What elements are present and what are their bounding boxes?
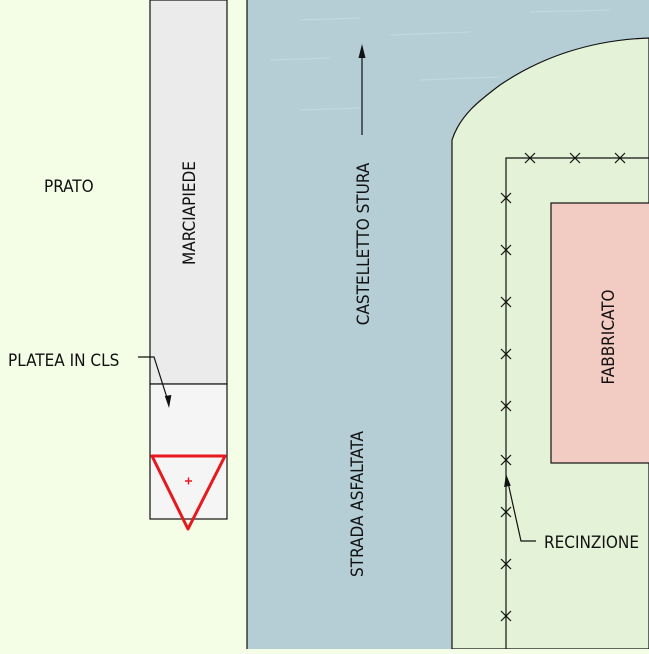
inverted-triangle-marker xyxy=(150,454,227,531)
fabbricato-area xyxy=(550,202,649,464)
triangle-center-cross xyxy=(185,477,192,485)
x-marker xyxy=(500,400,512,412)
recinzione-leader xyxy=(506,477,536,542)
x-marker xyxy=(500,244,512,256)
x-marker xyxy=(500,610,512,622)
prato-label: PRATO xyxy=(44,177,94,197)
x-marker xyxy=(500,348,512,360)
street-name-label: CASTELLETTO STURA xyxy=(354,162,374,325)
x-marker xyxy=(500,506,512,518)
platea-leader xyxy=(138,356,170,405)
road-hatch xyxy=(269,9,611,111)
marciapiede-label: MARCIAPIEDE xyxy=(180,161,200,265)
x-marker xyxy=(500,558,512,570)
fabbricato-label: FABBRICATO xyxy=(599,289,619,384)
x-marker xyxy=(500,296,512,308)
x-marker xyxy=(614,152,626,164)
strada-label: STRADA ASFALTATA xyxy=(348,431,368,577)
platea-area xyxy=(149,383,228,520)
recinzione-leader-arrowhead xyxy=(504,474,511,487)
x-marker xyxy=(569,152,581,164)
x-marker xyxy=(500,454,512,466)
platea-leader-arrowhead xyxy=(164,395,172,408)
fence-markers xyxy=(500,152,626,622)
arrow-up-icon xyxy=(358,44,366,135)
platea-label: PLATEA IN CLS xyxy=(8,351,119,371)
marciapiede-area xyxy=(149,0,228,385)
x-marker xyxy=(500,192,512,204)
recinzione-label: RECINZIONE xyxy=(544,533,639,553)
x-marker xyxy=(524,152,536,164)
